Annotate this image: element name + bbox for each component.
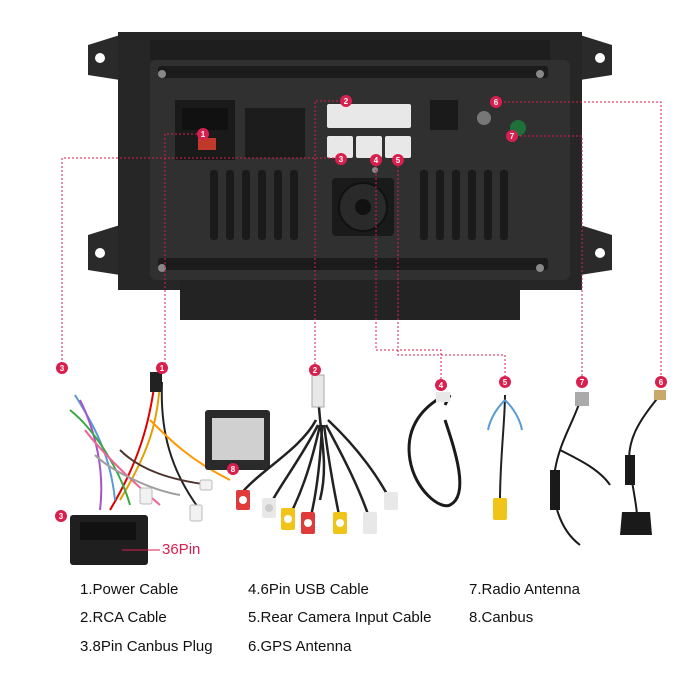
power-cable-harness [69,379,231,511]
callout-circle-11 [499,376,511,388]
callout-circle-14 [227,463,239,475]
plug-pin-label: 36Pin [162,541,201,558]
callout-circle-13 [576,376,588,388]
callout-circle-10 [435,379,447,391]
callout-number-4: 5 [396,156,401,165]
callout-circle-4 [392,154,404,166]
callout-circle-9 [56,362,68,374]
legend-item-rca: 2.RCA Cable [80,609,167,626]
callout-number-3: 4 [374,156,379,165]
callout-number-2: 3 [339,155,344,164]
callout-circle-15 [55,510,67,522]
canbus-module [205,410,270,470]
callout-number-0: 1 [201,130,206,139]
legend-item-radio: 7.Radio Antenna [469,581,580,598]
legend-item-power: 1.Power Cable [80,581,179,598]
callout-number-6: 7 [510,132,515,141]
head-unit-rear [88,32,612,320]
legend-item-canbus-plug: 3.8Pin Canbus Plug [80,638,213,655]
legend-item-canbus: 8.Canbus [469,609,534,626]
legend-item-gps: 6.GPS Antenna [248,638,352,655]
callout-number-9: 3 [60,364,65,373]
rca-cable-harness [236,374,398,534]
rear-camera-cable [487,394,523,501]
legend-item-camera: 5.Rear Camera Input Cable [248,609,432,626]
callout-circle-0 [197,128,209,140]
legend-item-usb: 4.6Pin USB Cable [248,581,369,598]
callout-circle-5 [490,96,502,108]
callout-circle-3 [370,154,382,166]
white-connectors [327,104,411,158]
leader-lines [61,100,662,385]
callout-number-14: 8 [231,465,236,474]
callout-number-15: 3 [59,512,64,521]
callout-number-5: 6 [494,98,499,107]
cooling-fan [332,178,394,236]
gps-puck [620,512,652,535]
callout-circle-6 [506,130,518,142]
callout-number-10: 4 [439,381,444,390]
usb-cable [407,394,462,508]
callout-circle-1 [340,95,352,107]
callout-circle-8 [309,364,321,376]
callout-circle-12 [655,376,667,388]
callout-number-11: 5 [503,378,508,387]
callout-number-8: 2 [313,366,318,375]
callout-number-13: 7 [580,378,585,387]
callout-circle-2 [335,153,347,165]
callout-markers: 1 2 3 4 5 6 7 1 2 3 4 5 6 7 8 3 [55,95,667,522]
callout-number-1: 2 [344,97,349,106]
radio-antenna [552,394,611,546]
callout-circle-7 [156,362,168,374]
callout-number-7: 1 [160,364,165,373]
36pin-plug [70,515,160,565]
callout-number-12: 6 [659,378,664,387]
